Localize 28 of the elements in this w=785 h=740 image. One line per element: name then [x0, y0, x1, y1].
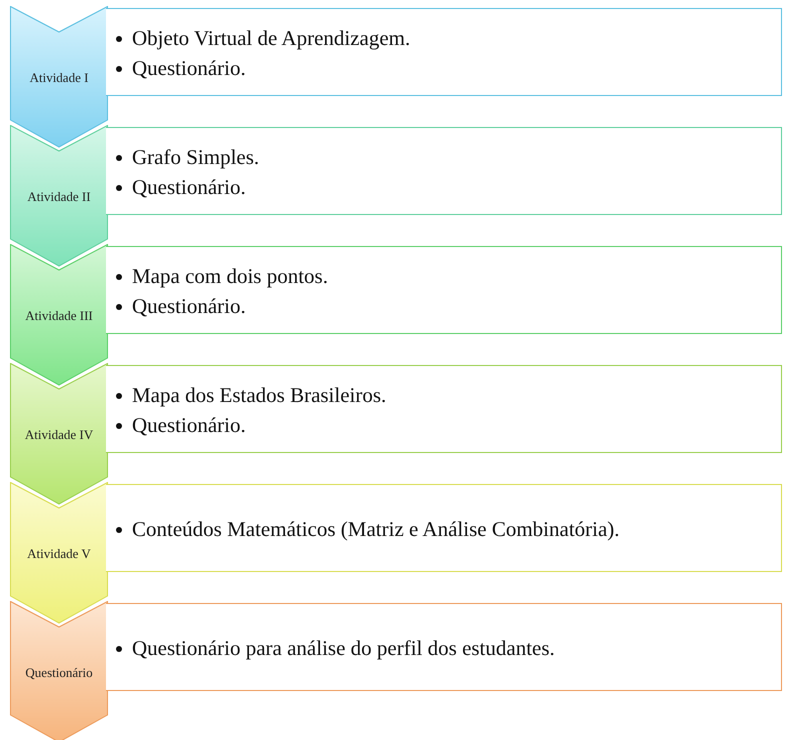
- step-label: Atividade II: [26, 189, 92, 205]
- chevron-shape: [10, 6, 108, 148]
- step-label: Questionário: [24, 665, 94, 681]
- bullet-item: Mapa dos Estados Brasileiros.: [116, 380, 781, 410]
- bullet-item: Questionário.: [116, 53, 781, 83]
- chevron-shape: [10, 482, 108, 624]
- bullet-item: Objeto Virtual de Aprendizagem.: [116, 23, 781, 53]
- step-label: Atividade III: [24, 308, 94, 324]
- content-panel: [106, 484, 782, 572]
- bullet-item: Questionário para análise do perfil dos estudantes.: [116, 633, 781, 663]
- bullet-item: Questionário.: [116, 172, 781, 202]
- bullet-item: Grafo Simples.: [116, 142, 781, 172]
- content-panel: [106, 127, 782, 215]
- chevron-shape: [10, 244, 108, 386]
- step-label: Atividade IV: [24, 427, 94, 443]
- content-panel: [106, 603, 782, 691]
- step-label: Atividade V: [26, 546, 92, 562]
- bullet-item: Mapa com dois pontos.: [116, 261, 781, 291]
- bullet-item: Questionário.: [116, 410, 781, 440]
- bullet-item: Conteúdos Matemáticos (Matriz e Análise Combinatória).: [116, 514, 781, 544]
- bullet-item: Questionário.: [116, 291, 781, 321]
- chevron-shape: [10, 125, 108, 267]
- content-panel: [106, 246, 782, 334]
- chevron-shape: [10, 601, 108, 740]
- content-panel: [106, 8, 782, 96]
- content-panel: [106, 365, 782, 453]
- step-label: Atividade I: [28, 70, 90, 86]
- chevron-shape: [10, 363, 108, 505]
